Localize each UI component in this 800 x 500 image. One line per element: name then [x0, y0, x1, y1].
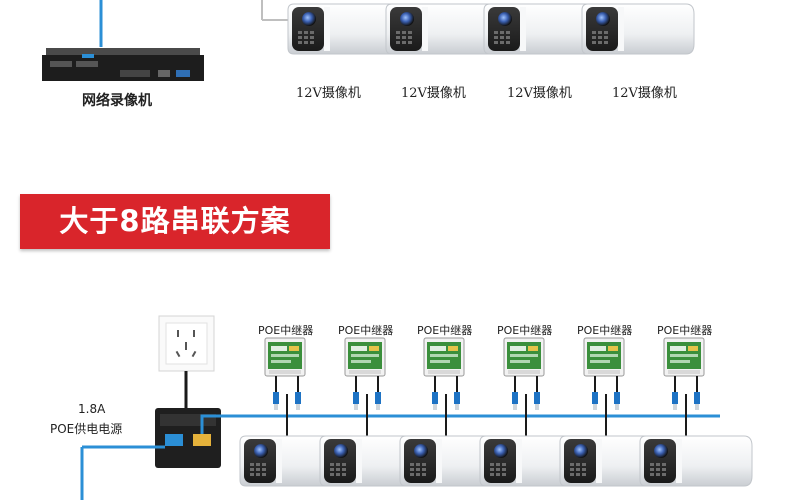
- section-title: 大于8路串联方案: [59, 204, 291, 238]
- rj45-plugs: [273, 392, 700, 410]
- poe-repeater-icon: [503, 337, 545, 377]
- poe-repeater-icon: [423, 337, 465, 377]
- repeater-chain: [264, 337, 705, 377]
- poe-repeater-icon: [663, 337, 705, 377]
- section-banner: 大于8路串联方案: [20, 194, 330, 249]
- psu-name-label: POE供电电源: [50, 422, 123, 436]
- poe-repeater-icon: [583, 337, 625, 377]
- camera-row-top: [287, 3, 695, 55]
- bullet-camera-icon: [639, 435, 753, 487]
- outlet-icon: [158, 315, 215, 372]
- bullet-camera-icon: [385, 3, 499, 55]
- repeater-label: POE中继器: [577, 324, 633, 337]
- poe-repeater-icon: [264, 337, 306, 377]
- psu-current-label: 1.8A: [78, 402, 106, 416]
- camera-label: 12V摄像机: [612, 86, 677, 101]
- repeater-label: POE中继器: [497, 324, 553, 337]
- camera-label: 12V摄像机: [507, 86, 572, 101]
- nvr-icon: [42, 48, 204, 81]
- camera-label: 12V摄像机: [296, 86, 361, 101]
- camera-row-bottom: [239, 435, 753, 487]
- repeater-label: POE中继器: [657, 324, 713, 337]
- repeater-label: POE中继器: [258, 324, 314, 337]
- nvr-label: 网络录像机: [82, 93, 152, 109]
- bullet-camera-icon: [483, 3, 597, 55]
- repeater-label: POE中继器: [338, 324, 394, 337]
- bullet-camera-icon: [287, 3, 401, 55]
- camera-label: 12V摄像机: [401, 86, 466, 101]
- repeater-cables: [275, 376, 698, 436]
- poe-repeater-icon: [344, 337, 386, 377]
- repeater-label: POE中继器: [417, 324, 473, 337]
- bullet-camera-icon: [581, 3, 695, 55]
